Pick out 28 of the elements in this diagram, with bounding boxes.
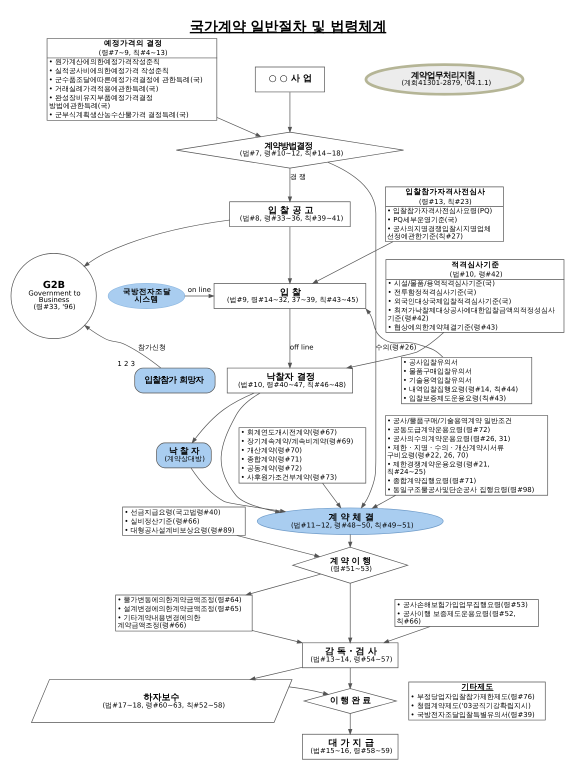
arrow [328, 161, 376, 508]
arrow [252, 630, 304, 644]
arrow [346, 332, 444, 369]
arrow [245, 573, 322, 596]
arrow [288, 167, 292, 202]
arrow [288, 686, 330, 695]
arrow [382, 626, 430, 643]
arrow [192, 392, 255, 444]
arrow [249, 666, 303, 680]
node-box: ○ ○ 사 업 [254, 66, 325, 92]
arrow [84, 324, 162, 368]
arrow [288, 308, 292, 369]
arrow [322, 482, 342, 508]
arrow [312, 240, 394, 284]
arrow [236, 534, 321, 557]
diagram-title: 국가계약 일반절차 및 법령체계 [190, 18, 386, 34]
arrow [288, 226, 292, 284]
arrow [184, 293, 215, 298]
arrow [83, 219, 230, 266]
arrow [348, 667, 352, 689]
arrow [371, 494, 396, 508]
arrow [348, 712, 352, 735]
arrow [348, 582, 352, 644]
node-diamond: 이 행 완 료 [302, 688, 398, 714]
arrow [216, 116, 262, 137]
node-box: 입찰참가 희망자 [134, 367, 216, 393]
arrow [288, 91, 292, 133]
arrow [365, 308, 444, 358]
